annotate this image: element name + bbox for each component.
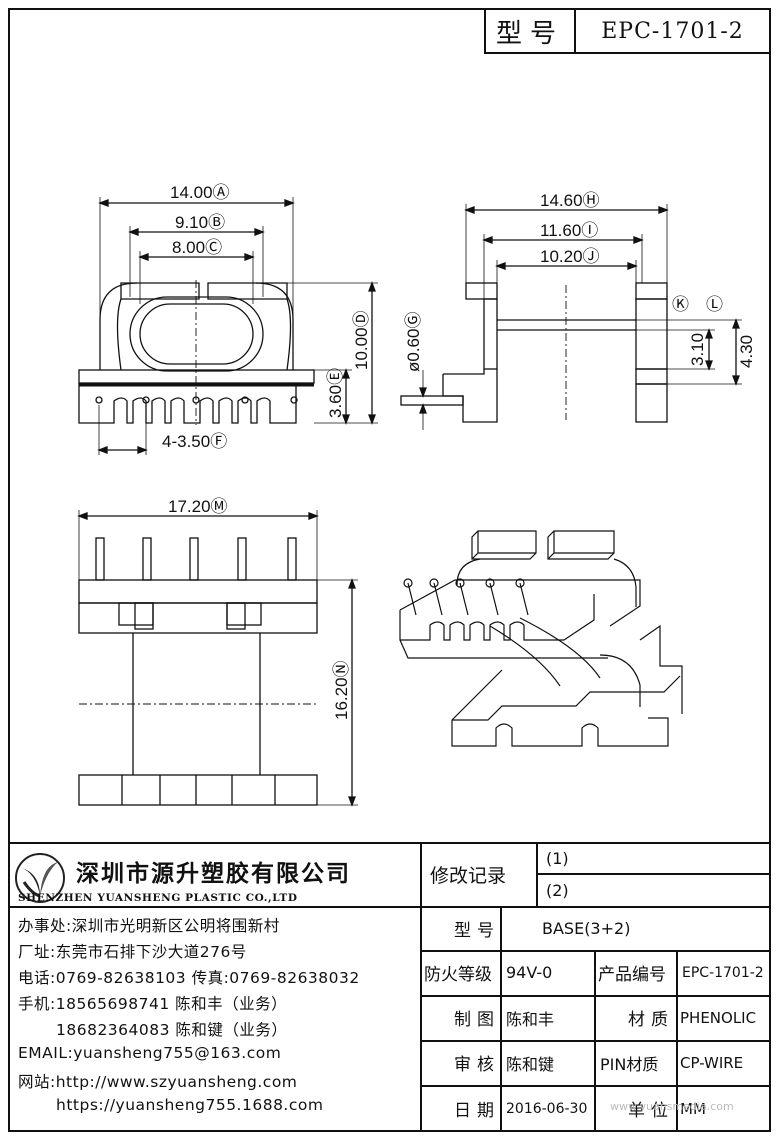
divider xyxy=(420,842,422,1132)
spec-fire-value: 94V-0 xyxy=(506,963,553,982)
spec-date-label: 日期 xyxy=(454,1101,500,1121)
factory-address: 厂址:东莞市石排下沙大道276号 xyxy=(18,943,247,961)
mobile-2: 18682364083 陈和键（业务） xyxy=(56,1021,288,1039)
company-name-cn: 深圳市源升塑胶有限公司 xyxy=(76,861,351,887)
spec-unit-label: 单位 xyxy=(628,1101,674,1121)
divider xyxy=(420,906,771,908)
divider xyxy=(500,906,502,1132)
side-view xyxy=(400,204,742,430)
spec-fire-label: 防火等级 xyxy=(424,965,492,985)
website-1: 网站:http://www.szyuansheng.com xyxy=(18,1073,298,1091)
revision-1: (1) xyxy=(546,848,569,868)
front-view xyxy=(78,197,378,455)
website-2: https://yuansheng755.1688.com xyxy=(56,1096,324,1114)
revision-label: 修改记录 xyxy=(430,864,507,887)
dim-D: 10.00Ⓓ xyxy=(352,310,371,370)
dim-L-value: 4.30 xyxy=(737,335,756,368)
model-value: EPC-1701-2 xyxy=(601,18,744,44)
spec-drawn-label: 制图 xyxy=(454,1010,500,1030)
dim-E: 3.60Ⓔ xyxy=(326,368,345,418)
spec-drawn-value: 陈和丰 xyxy=(506,1009,555,1029)
spec-model-value: BASE(3+2) xyxy=(542,918,631,938)
company-name-en: SHENZHEN YUANSHENG PLASTIC CO.,LTD xyxy=(18,892,298,904)
dim-K: Ⓚ xyxy=(672,295,689,314)
spec-material-value: PHENOLIC xyxy=(680,1008,757,1027)
phone-fax: 电话:0769-82638103 传真:0769-82638032 xyxy=(18,969,360,987)
dim-J: 10.20Ⓙ xyxy=(540,247,600,266)
dim-M: 17.20Ⓜ xyxy=(168,497,228,516)
dim-N: 16.20Ⓝ xyxy=(332,660,351,720)
drawing-frame xyxy=(8,8,771,1132)
watermark: www.yuansmedia.com xyxy=(610,1100,734,1113)
revision-2: (2) xyxy=(546,880,569,900)
dim-I: 11.60Ⓘ xyxy=(540,221,598,240)
isometric-view xyxy=(399,530,683,747)
email: EMAIL:yuansheng755@163.com xyxy=(18,1044,282,1062)
spec-pin-label: PIN材质 xyxy=(600,1054,659,1074)
divider xyxy=(8,906,420,908)
dim-B: 9.10Ⓑ xyxy=(175,213,225,232)
model-label: 型号 xyxy=(486,10,576,52)
divider xyxy=(676,950,678,1132)
office-address: 办事处:深圳市光明新区公明将围新村 xyxy=(18,917,280,935)
dim-H: 14.60Ⓗ xyxy=(540,191,600,210)
spec-pin-value: CP-WIRE xyxy=(680,1053,744,1072)
divider xyxy=(536,873,771,875)
dim-F: 4-3.50Ⓕ xyxy=(162,432,227,451)
spec-unit-value: MM xyxy=(680,1099,706,1118)
dim-L: Ⓛ xyxy=(706,295,723,314)
dim-A: 14.00Ⓐ xyxy=(170,183,230,202)
spec-check-value: 陈和键 xyxy=(506,1054,555,1074)
model-box: 型号 EPC-1701-2 xyxy=(484,8,771,54)
spec-check-label: 审核 xyxy=(454,1055,500,1075)
dim-K-value: 3.10 xyxy=(688,333,707,366)
mobile-1: 手机:18565698741 陈和丰（业务） xyxy=(18,995,288,1013)
dim-G: ø0.60Ⓖ xyxy=(404,312,423,372)
spec-pn-label: 产品编号 xyxy=(598,965,666,985)
spec-date-value: 2016-06-30 xyxy=(506,1100,588,1117)
divider xyxy=(594,950,596,1132)
spec-model-label: 型号 xyxy=(454,920,500,941)
dim-C: 8.00Ⓒ xyxy=(172,238,222,257)
company-logo-icon xyxy=(15,853,65,903)
technical-drawing: 14.00Ⓐ 9.10Ⓑ 8.00Ⓒ 10.00Ⓓ 3.60Ⓔ 4-3.50Ⓕ … xyxy=(77,183,756,807)
title-block xyxy=(8,842,771,1132)
bottom-view xyxy=(77,510,358,807)
spec-material-label: 材质 xyxy=(628,1010,674,1030)
spec-pn-value: EPC-1701-2 xyxy=(682,964,764,981)
